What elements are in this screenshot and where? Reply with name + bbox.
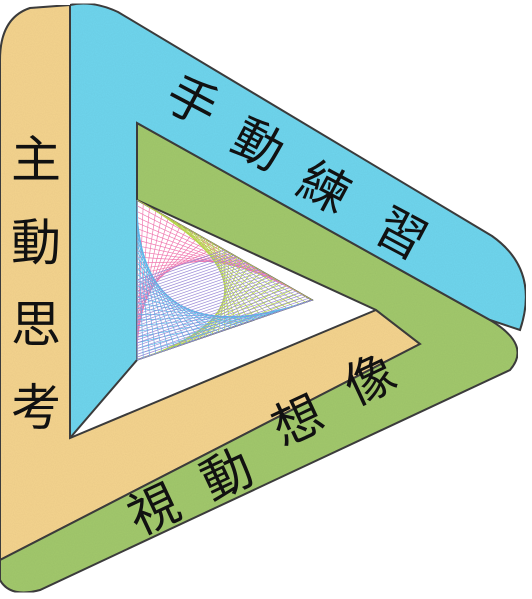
string-line-purple: [136, 265, 253, 307]
string-line-purple: [136, 281, 281, 332]
left-label-char-4: 考: [11, 379, 61, 437]
top-band: [69, 2, 527, 441]
left-label-char-1: 主: [11, 131, 61, 189]
string-line-purple: [136, 274, 269, 321]
string-line-purple: [136, 271, 263, 315]
left-label-char-2: 動: [11, 214, 61, 272]
string-line-purple: [136, 292, 300, 349]
bottom-band: [0, 121, 519, 594]
string-line-purple: [136, 297, 309, 358]
string-line-purple: [136, 283, 284, 335]
string-line-purple: [136, 255, 234, 289]
string-line-purple: [136, 280, 278, 329]
string-line-purple: [136, 256, 238, 292]
string-line-purple: [136, 296, 306, 355]
string-line-purple: [136, 249, 225, 281]
left-label-char-3: 思: [11, 296, 61, 354]
string-line-purple: [136, 263, 250, 304]
string-line-purple: [136, 290, 297, 347]
left-band-label: 主 動 思 考: [11, 131, 61, 437]
string-line-purple: [136, 258, 241, 295]
string-line-purple: [136, 262, 247, 301]
string-line-purple: [136, 288, 294, 344]
string-art-lines: [136, 199, 313, 361]
string-line-purple: [136, 272, 266, 318]
center-string-art: [136, 198, 314, 362]
string-line-purple: [136, 278, 275, 327]
string-line-purple: [136, 276, 272, 324]
string-line-purple: [136, 299, 313, 361]
string-line-purple: [136, 269, 259, 312]
string-line-purple: [136, 260, 244, 298]
string-line-purple: [136, 285, 288, 338]
string-line-purple: [136, 267, 256, 309]
string-line-purple: [136, 253, 231, 287]
string-line-purple: [136, 251, 228, 284]
string-line-purple: [136, 287, 291, 341]
string-line-purple: [136, 294, 303, 352]
